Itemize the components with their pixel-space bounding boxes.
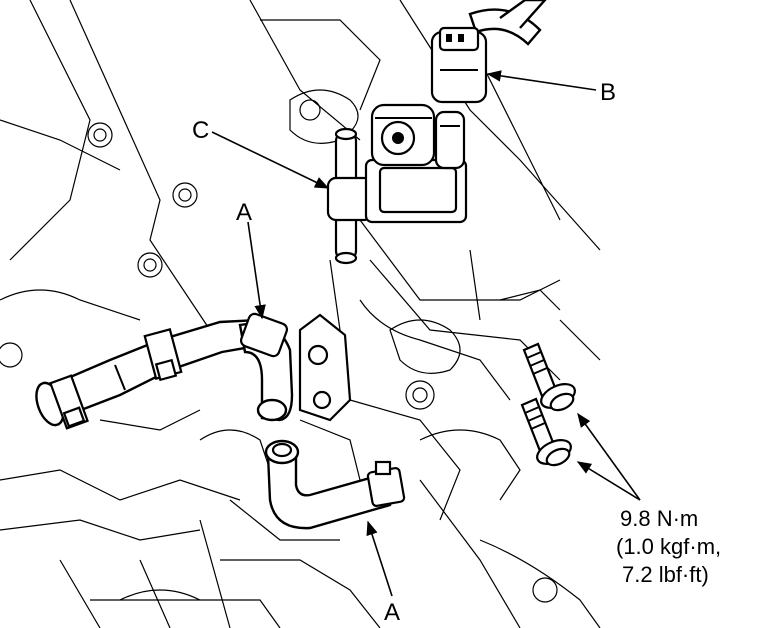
leader-c xyxy=(211,131,330,189)
engine-background-lines xyxy=(0,0,601,628)
label-b: B xyxy=(600,79,616,106)
leader-b xyxy=(486,70,597,91)
bolt-lower xyxy=(520,397,572,467)
lower-vacuum-hose xyxy=(264,439,406,530)
mounting-bracket xyxy=(298,313,352,422)
label-a-bottom: A xyxy=(384,599,400,626)
torque-line-3: 7.2 lbf·ft) xyxy=(622,562,709,587)
electrical-connector xyxy=(430,0,547,104)
label-a-top: A xyxy=(236,199,252,226)
bolt-upper xyxy=(522,342,576,412)
leader-a-bottom xyxy=(366,520,393,597)
label-c: C xyxy=(192,117,209,144)
leader-a-top xyxy=(247,221,266,320)
leader-torque-lower xyxy=(576,461,641,501)
casting-bosses xyxy=(0,99,558,603)
torque-spec: 9.8 N·m (1.0 kgf·m, 7.2 lbf·ft) xyxy=(616,506,721,587)
leader-torque-upper xyxy=(577,412,641,501)
torque-line-2: (1.0 kgf·m, xyxy=(616,534,721,559)
torque-line-1: 9.8 N·m xyxy=(620,506,698,531)
solenoid-valve xyxy=(326,103,468,265)
upper-vacuum-hose xyxy=(35,312,294,430)
